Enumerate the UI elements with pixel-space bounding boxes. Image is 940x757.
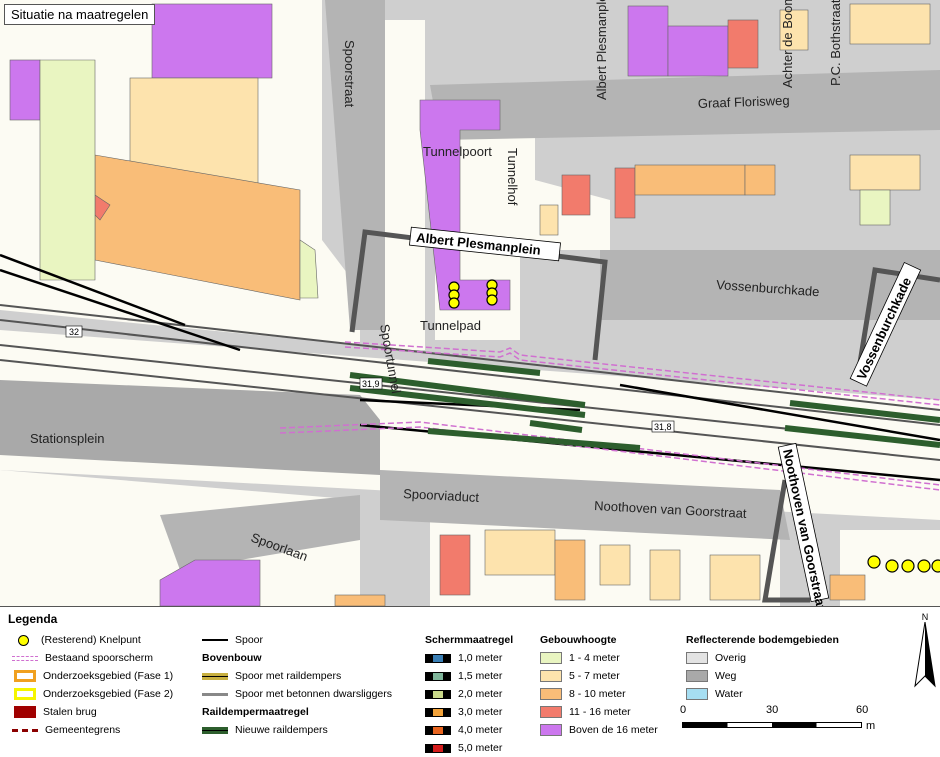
legend-spoor-betonnen: Spoor met betonnen dwarsliggers	[202, 685, 392, 703]
label-achter-de-boomgaard: Achter de Boomgaard	[780, 0, 795, 88]
gebouwhoogte-swatch-icon	[540, 652, 562, 664]
north-arrow-icon	[914, 621, 936, 688]
raildempers	[349, 358, 940, 451]
bodemgebieden-title: Reflecterende bodemgebieden	[686, 634, 839, 646]
gebouwhoogte-item-1: 5 - 7 meter	[540, 667, 658, 685]
label-tunnelpad: Tunnelpad	[420, 318, 481, 333]
raildemper-track-icon	[202, 671, 228, 682]
schermmaatregel-swatch-icon	[425, 689, 451, 699]
scale-bar: 0 30 60 m	[680, 700, 880, 740]
scale-tick-60: 60	[856, 704, 869, 716]
label-spoorviaduct: Spoorviaduct	[403, 486, 480, 505]
map-canvas[interactable]: 32 31,9 31,8 Spoorstraat Albert Plesmanp…	[0, 0, 940, 606]
bodemgebieden-swatch-icon	[686, 688, 708, 700]
north-arrow: N	[912, 612, 938, 692]
legend-gemeentegrens: Gemeentegrens	[12, 721, 173, 739]
label-albert-plesmanplein-top: Albert Plesmanplein	[594, 0, 609, 100]
schermmaatregel-item-0: 1,0 meter	[425, 649, 513, 667]
gebouwhoogte-item-2: 8 - 10 meter	[540, 685, 658, 703]
legend-spoorscherm: Bestaand spoorscherm	[12, 649, 173, 667]
label-tunnelpoort: Tunnelpoort	[423, 144, 492, 159]
legend-spoor: Spoor	[202, 631, 392, 649]
brug-fill-icon	[14, 706, 36, 718]
bodemgebieden-swatch-icon	[686, 670, 708, 682]
north-label: N	[921, 612, 929, 622]
gebouwhoogte-swatch-icon	[540, 670, 562, 682]
legend-bovenbouw-title: Bovenbouw	[202, 652, 262, 664]
km-markers: 32 31,9 31,8	[65, 325, 675, 433]
schermmaatregel-swatch-icon	[425, 653, 451, 663]
km-marker-31-8: 31,8	[654, 422, 672, 432]
legend-fase2: Onderzoeksgebied (Fase 2)	[12, 685, 173, 703]
legend-stalen-brug: Stalen brug	[12, 703, 173, 721]
legend-title: Legenda	[8, 612, 58, 626]
schermmaatregel-item-2: 2,0 meter	[425, 685, 513, 703]
scale-tick-0: 0	[680, 704, 687, 716]
km-marker-31-9: 31,9	[362, 379, 380, 389]
legend-col-1: (Resterend) Knelpunt Bestaand spoorscher…	[12, 631, 173, 739]
fase1-box-icon	[14, 670, 36, 682]
label-graaf-florisweg: Graaf Florisweg	[698, 93, 790, 111]
knelpunt-icon	[18, 634, 29, 646]
gebouwhoogte-title: Gebouwhoogte	[540, 634, 617, 646]
gebouwhoogte-swatch-icon	[540, 724, 562, 736]
knelpunt-markers	[448, 279, 940, 573]
scale-bar-graphic	[682, 722, 862, 728]
schermmaatregel-item-3: 3,0 meter	[425, 703, 513, 721]
bodemgebieden-item-1: Weg	[686, 667, 839, 685]
schermmaatregel-swatch-icon	[425, 707, 451, 717]
gebouwhoogte-item-0: 1 - 4 meter	[540, 649, 658, 667]
legend-nieuwe-raildempers: Nieuwe raildempers	[202, 721, 392, 739]
schermmaatregel-title: Schermmaatregel	[425, 634, 514, 646]
gebouwhoogte-swatch-icon	[540, 688, 562, 700]
screen-line-icon	[12, 653, 38, 664]
legend-raildemper-title: Raildempermaatregel	[202, 706, 309, 718]
map-title: Situatie na maatregelen	[4, 4, 156, 25]
schermmaatregel-swatch-icon	[425, 725, 451, 735]
roads	[0, 0, 940, 570]
bodemgebieden-item-0: Overig	[686, 649, 839, 667]
schermmaatregel-item-1: 1,5 meter	[425, 667, 513, 685]
gebouwhoogte-swatch-icon	[540, 706, 562, 718]
label-vossenburchkade: Vossenburchkade	[716, 277, 820, 299]
existing-noise-screens	[279, 341, 940, 491]
map-svg[interactable]: 32 31,9 31,8 Spoorstraat Albert Plesmanp…	[0, 0, 940, 606]
spoor-line-icon	[202, 639, 228, 641]
schermmaatregel-swatch-icon	[425, 671, 451, 681]
scale-tick-30: 30	[766, 704, 779, 716]
legend-spoor-raildempers: Spoor met raildempers	[202, 667, 392, 685]
legend-col-2: Spoor Bovenbouw Spoor met raildempers Sp…	[202, 631, 392, 739]
km-marker-32: 32	[69, 327, 79, 337]
fase2-box-icon	[14, 688, 36, 700]
gebouwhoogte-item-4: Boven de 16 meter	[540, 721, 658, 739]
buildings	[9, 3, 931, 606]
schermmaatregel-swatch-icon	[425, 743, 451, 753]
label-bothstraat: P.C. Bothstraat	[828, 0, 843, 86]
label-tunnelhof: Tunnelhof	[505, 148, 520, 206]
gemeentegrens-line-icon	[12, 728, 38, 732]
bodemgebieden-swatch-icon	[686, 652, 708, 664]
betonnen-track-icon	[202, 692, 228, 696]
label-spoorstraat: Spoorstraat	[342, 40, 357, 108]
legend-fase1: Onderzoeksgebied (Fase 1)	[12, 667, 173, 685]
legend-knelpunt: (Resterend) Knelpunt	[12, 631, 173, 649]
bodemgebieden-item-2: Water	[686, 685, 839, 703]
label-stationsplein: Stationsplein	[30, 431, 104, 446]
schermmaatregel-item-4: 4,0 meter	[425, 721, 513, 739]
nieuwe-raildemper-icon	[202, 725, 228, 736]
gebouwhoogte-item-3: 11 - 16 meter	[540, 703, 658, 721]
schermmaatregel-item-5: 5,0 meter	[425, 739, 513, 757]
scale-unit: m	[866, 720, 876, 732]
